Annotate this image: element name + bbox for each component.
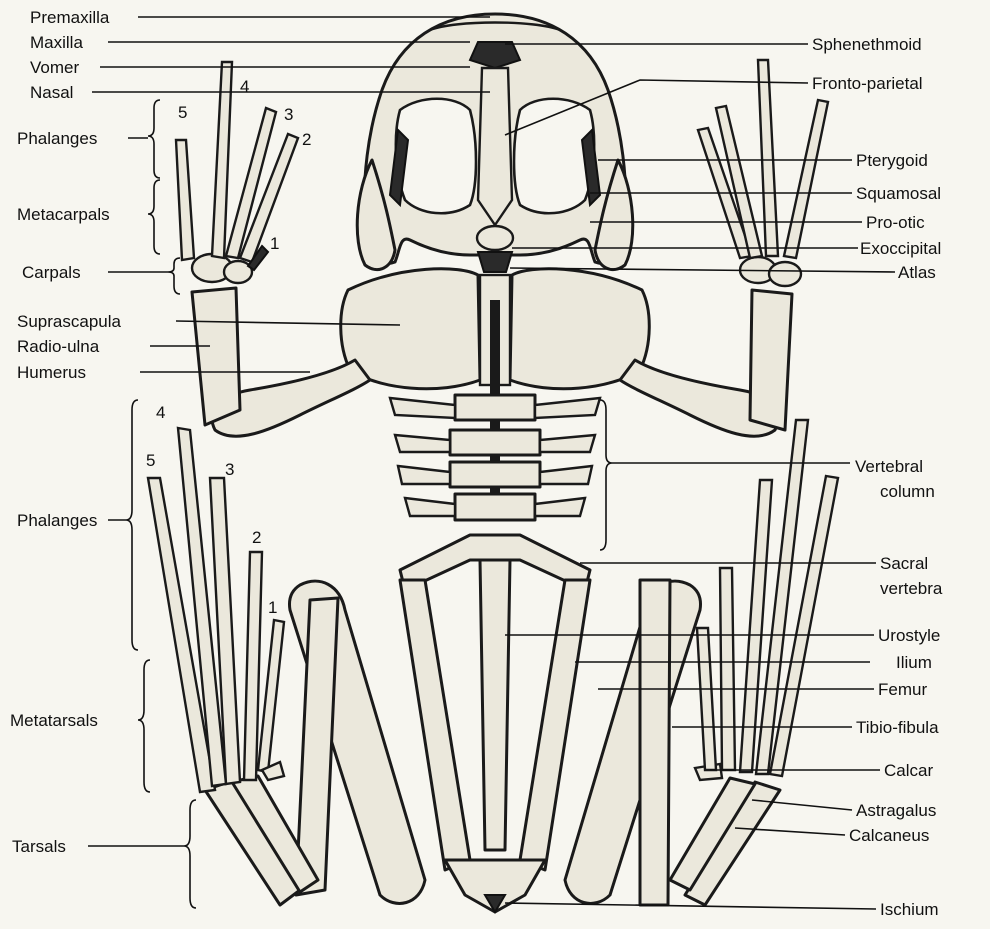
label-phalanges-hind: Phalanges: [17, 511, 97, 530]
right-finger-d: [784, 100, 828, 258]
urostyle-bone: [480, 560, 510, 850]
transverse-process-2r: [535, 398, 600, 418]
transverse-process-3l: [395, 435, 450, 452]
right-tibio-fibula: [640, 580, 670, 905]
brace-tarsals: [184, 800, 196, 908]
skull: [357, 14, 633, 272]
label-metacarpals: Metacarpals: [17, 205, 110, 224]
brace-metatarsals: [138, 660, 150, 792]
label-fronto-parietal: Fronto-parietal: [812, 74, 923, 93]
pelvic-girdle: [400, 560, 590, 912]
right-orbit: [514, 99, 594, 213]
leader-ischium: [505, 903, 876, 909]
label-calcaneus: Calcaneus: [849, 826, 929, 845]
left-foot-digits: [148, 428, 284, 792]
brace-vertebral-column: [600, 400, 612, 550]
label-suprascapula: Suprascapula: [17, 312, 122, 331]
brace-phalanges-hind: [126, 400, 138, 650]
label-sphenethmoid: Sphenethmoid: [812, 35, 922, 54]
label-calcar: Calcar: [884, 761, 933, 780]
hind-digit-1: 1: [268, 598, 277, 617]
label-premaxilla: Premaxilla: [30, 8, 110, 27]
left-finger-5: [176, 140, 194, 260]
label-urostyle: Urostyle: [878, 626, 940, 645]
label-maxilla: Maxilla: [30, 33, 83, 52]
hind-digit-2: 2: [252, 528, 261, 547]
right-foot-digits: [697, 420, 838, 776]
transverse-process-5r: [535, 498, 585, 516]
left-radio-ulna: [192, 288, 240, 425]
transverse-process-4r: [540, 466, 592, 484]
vertebra-4: [450, 462, 540, 487]
brace-carpals: [168, 258, 180, 294]
labels-left: Premaxilla Maxilla Vomer Nasal Phalanges…: [10, 8, 122, 856]
label-vomer: Vomer: [30, 58, 79, 77]
label-femur: Femur: [878, 680, 927, 699]
label-ilium: Ilium: [896, 653, 932, 672]
label-metatarsals: Metatarsals: [10, 711, 98, 730]
label-exoccipital: Exoccipital: [860, 239, 941, 258]
label-sacral-vertebra-1: Sacral: [880, 554, 928, 573]
label-radio-ulna: Radio-ulna: [17, 337, 100, 356]
right-toe-a: [720, 568, 735, 770]
fore-digit-4: 4: [240, 77, 249, 96]
label-pterygoid: Pterygoid: [856, 151, 928, 170]
right-hand-digits: [698, 60, 828, 258]
label-sacral-vertebra-2: vertebra: [880, 579, 943, 598]
right-finger-c: [758, 60, 778, 256]
fore-digit-2: 2: [302, 130, 311, 149]
right-carpal-2: [769, 262, 801, 286]
hind-digit-4: 4: [156, 403, 165, 422]
left-hand-digits: [176, 62, 298, 270]
label-pro-otic: Pro-otic: [866, 213, 925, 232]
right-radio-ulna: [750, 290, 792, 430]
right-femur: [565, 581, 701, 903]
label-humerus: Humerus: [17, 363, 86, 382]
label-phalanges-fore: Phalanges: [17, 129, 97, 148]
label-tibio-fibula: Tibio-fibula: [856, 718, 939, 737]
hind-digit-3: 3: [225, 460, 234, 479]
left-orbit: [396, 99, 476, 213]
left-toe-2: [244, 552, 262, 780]
label-tarsals: Tarsals: [12, 837, 66, 856]
left-toe-1: [258, 620, 284, 772]
atlas-vertebra: [478, 252, 512, 272]
exoccipital-bone: [477, 226, 513, 250]
vertebra-3: [450, 430, 540, 455]
label-nasal: Nasal: [30, 83, 73, 102]
right-toe-e: [697, 628, 716, 770]
vertebra-2: [455, 395, 535, 420]
fore-digit-5: 5: [178, 103, 187, 122]
label-astragalus: Astragalus: [856, 801, 936, 820]
brace-metacarpals: [148, 180, 160, 254]
fore-digit-1: 1: [270, 234, 279, 253]
brace-phalanges-fore: [148, 100, 160, 178]
label-carpals: Carpals: [22, 263, 81, 282]
transverse-process-3r: [540, 435, 595, 452]
transverse-process-2l: [390, 398, 455, 418]
transverse-process-5l: [405, 498, 455, 516]
left-carpal-2: [224, 261, 252, 283]
label-ischium: Ischium: [880, 900, 939, 919]
hind-digit-5: 5: [146, 451, 155, 470]
vertebra-5: [455, 494, 535, 520]
fore-digit-3: 3: [284, 105, 293, 124]
label-vertebral-column-1: Vertebral: [855, 457, 923, 476]
transverse-process-4l: [398, 466, 450, 484]
label-vertebral-column-2: column: [880, 482, 935, 501]
label-atlas: Atlas: [898, 263, 936, 282]
label-squamosal: Squamosal: [856, 184, 941, 203]
